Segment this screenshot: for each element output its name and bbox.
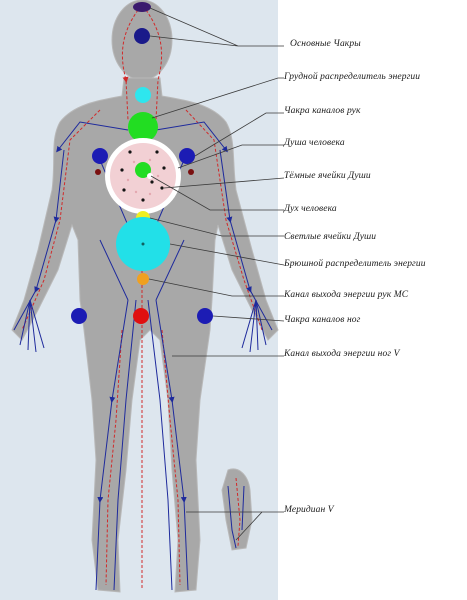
soul-spot <box>148 192 152 196</box>
label-chakra-kanalov-ruk: Чакра каналов рук <box>284 106 361 116</box>
blue-right-arm-channel <box>219 149 273 331</box>
soul-spot <box>126 178 130 182</box>
crown-chakra <box>133 2 151 12</box>
red-right-arm-channel <box>185 109 263 331</box>
root-chakra <box>133 308 149 324</box>
soul-spot <box>148 158 152 162</box>
blue-right-leg-channel-b <box>147 299 173 591</box>
dark-cell <box>122 188 126 192</box>
leader-lines <box>148 7 285 541</box>
blue-left-leg-channel-b <box>113 299 137 591</box>
dark-cell <box>120 168 124 172</box>
lower-chakras <box>71 211 213 324</box>
soul-spot <box>156 174 160 178</box>
blue-right-leg-channel-a <box>155 299 189 591</box>
leader-dukh <box>150 175 284 211</box>
leader-grudnoy <box>151 77 284 119</box>
leader-meridian <box>186 511 284 541</box>
dark-cell <box>155 150 159 154</box>
left-leg-chakra <box>71 308 87 324</box>
ms-channel-dot <box>137 273 149 285</box>
right-dark-dot <box>188 169 194 175</box>
label-kanal-nog-v: Канал выхода энергии ног V <box>284 349 400 359</box>
leader-dusha <box>177 144 284 169</box>
blue-left-leg-channel-a <box>95 299 129 591</box>
spirit-white-dot <box>147 173 153 179</box>
blue-left-torso-channel <box>56 121 129 153</box>
throat-chakra <box>135 87 151 103</box>
label-dusha-cheloveka: Душа человека <box>284 138 345 148</box>
red-head-right-channel <box>145 9 163 121</box>
leader-temnye <box>163 177 285 189</box>
dark-cell <box>162 166 166 170</box>
dark-cell <box>160 186 164 190</box>
blue-right-fingers <box>241 299 267 353</box>
dark-cell <box>150 180 154 184</box>
label-meridian-v: Меридиан V <box>284 505 334 515</box>
soul <box>105 138 181 214</box>
dark-cell <box>128 150 132 154</box>
right-arm-chakra <box>179 148 195 164</box>
soul-light-pattern <box>126 158 160 196</box>
blue-left-fingers <box>19 299 45 353</box>
label-dukh-cheloveka: Дух человека <box>284 204 337 214</box>
leader-ms <box>148 278 284 297</box>
label-bryushnoy-raspredelitel: Брюшной распределитель энергии <box>284 259 426 269</box>
leader-osnovnye-chakry <box>149 7 284 47</box>
blue-channels <box>13 121 273 591</box>
head-chakra <box>134 28 150 44</box>
blue-foot-channel <box>227 485 245 549</box>
foot-sole-shape <box>221 468 253 551</box>
label-kanal-ruk-ms: Канал выхода энергии рук МС <box>284 290 409 300</box>
left-arm-chakra <box>92 148 108 164</box>
leader-bryushnoy <box>169 243 285 266</box>
right-leg-chakra <box>197 308 213 324</box>
soul-dark-cells <box>120 150 166 202</box>
chakras <box>92 2 195 175</box>
heart-chakra <box>128 112 158 142</box>
leader-svetlye <box>149 217 284 237</box>
label-osnovnye-chakry: Основные Чакры <box>290 39 361 49</box>
spirit-green-core <box>135 162 151 178</box>
label-svetlye-yacheyki: Светлые ячейки Души <box>284 232 377 242</box>
soul-spot <box>132 160 136 164</box>
label-temnye-yacheyki: Тёмные ячейки Души <box>284 171 371 181</box>
blue-right-torso-channel <box>155 121 228 153</box>
leader-nog <box>212 315 285 322</box>
red-head-left-channel <box>121 9 139 121</box>
soul-spot <box>134 190 138 194</box>
leader-ruk <box>194 112 284 157</box>
torso-shape <box>11 77 279 593</box>
left-dark-dot <box>95 169 101 175</box>
blue-left-arm-channel <box>13 149 65 331</box>
dark-cell <box>141 198 145 202</box>
label-chakra-kanalov-nog: Чакра каналов ног <box>284 315 361 325</box>
abdominal-center-dot <box>141 242 145 246</box>
red-foot-channel <box>235 477 241 547</box>
label-grudnoy-raspredelitel: Грудной распределитель энергии <box>284 72 421 82</box>
